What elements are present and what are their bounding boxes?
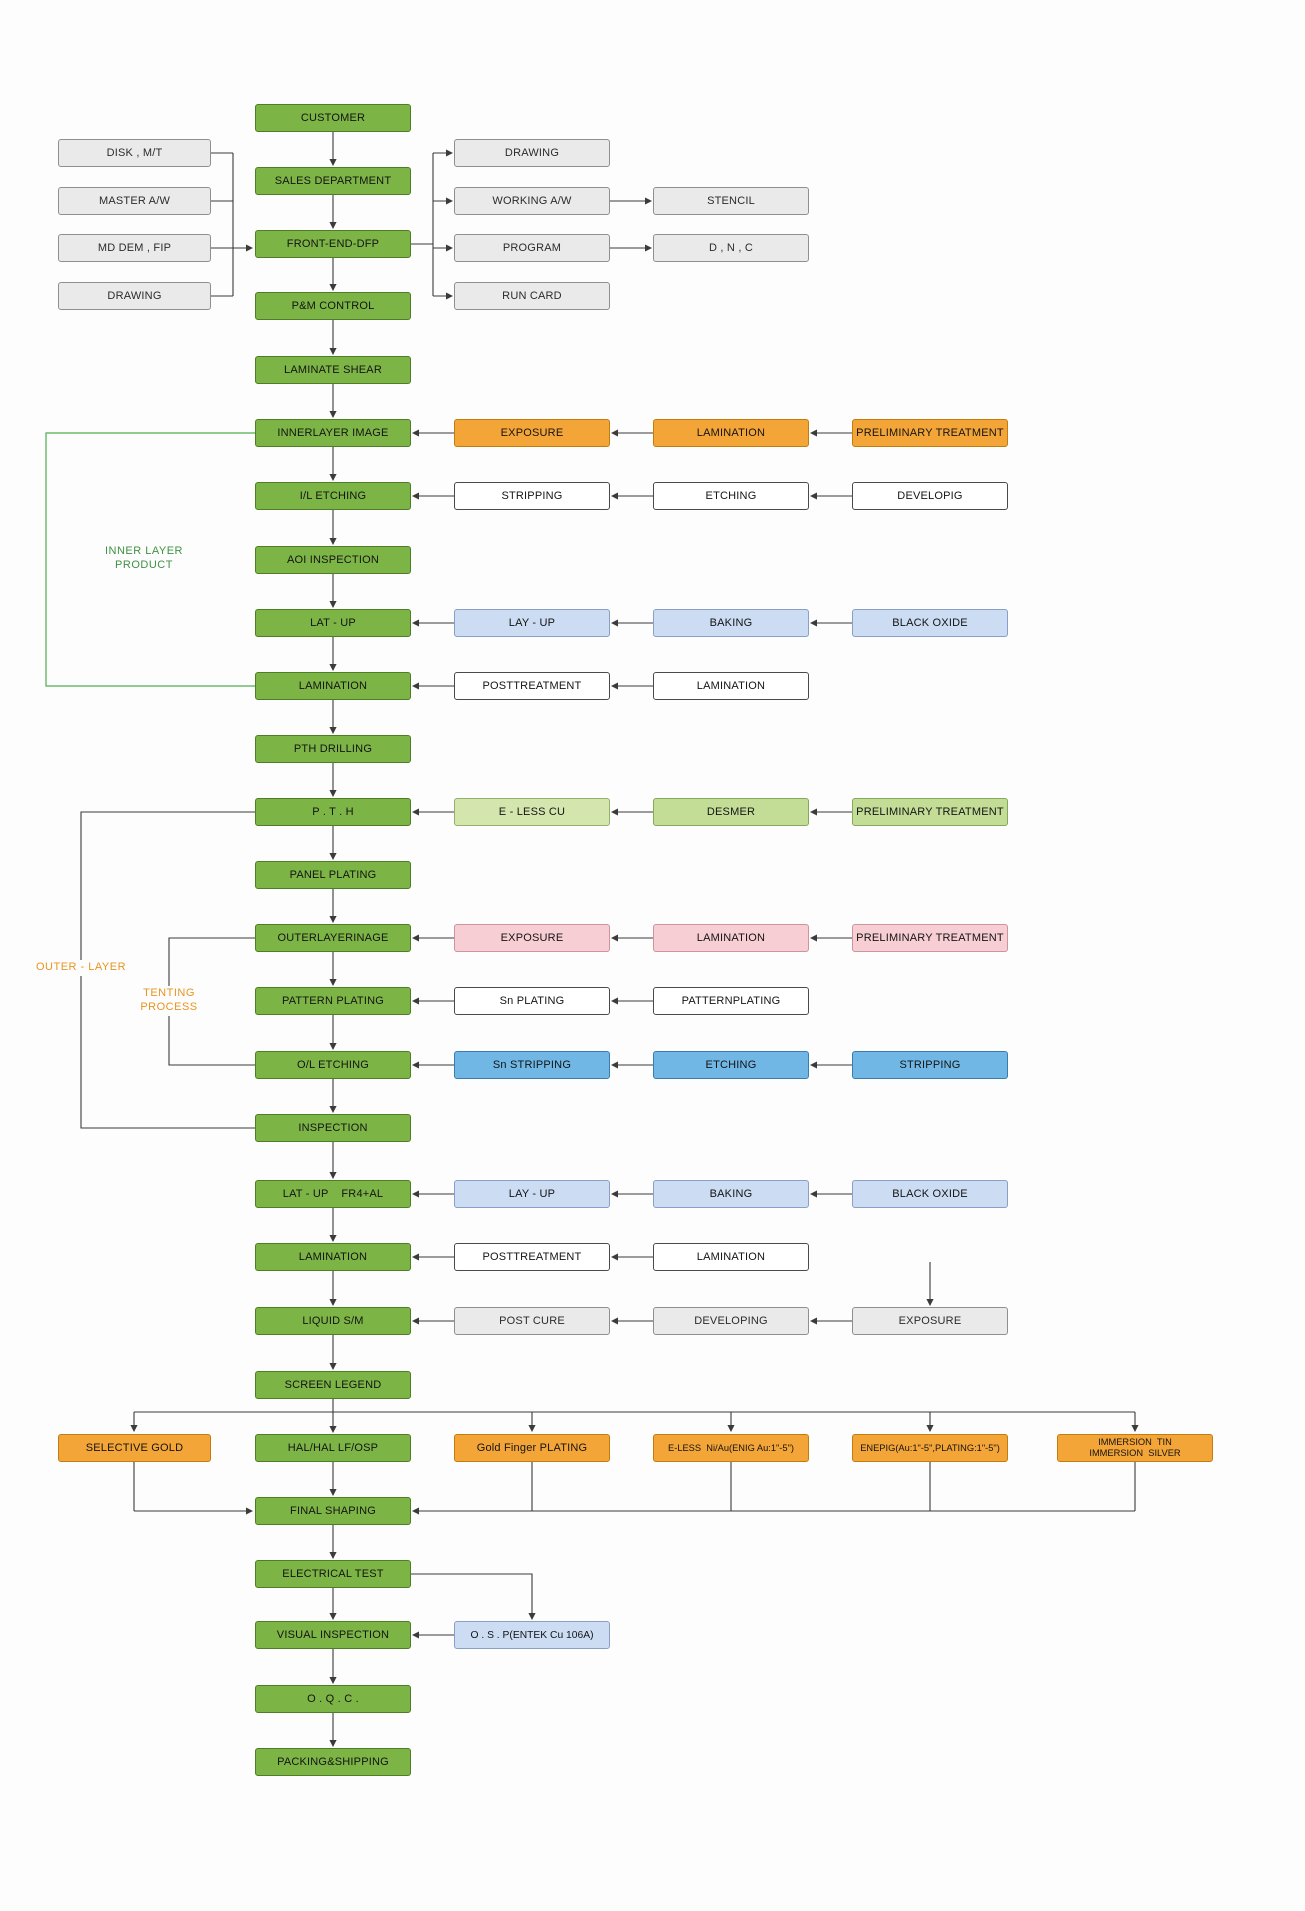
node-lamination-side-1: LAMINATION [653,672,809,700]
node-program: PROGRAM [454,234,610,262]
node-dnc: D , N , C [653,234,809,262]
node-run-card: RUN CARD [454,282,610,310]
node-outerlayerinage: OUTERLAYERINAGE [255,924,411,952]
node-stripping-il: STRIPPING [454,482,610,510]
node-immersion-line1: IMMERSION TIN [1098,1436,1172,1447]
inner-layer-bracket [45,432,255,687]
node-inspection: INSPECTION [255,1114,411,1142]
node-ol-etching: O/L ETCHING [255,1051,411,1079]
node-e-less-cu: E - LESS CU [454,798,610,826]
node-desmer: DESMER [653,798,809,826]
node-lamination-main-1: LAMINATION [255,672,411,700]
node-baking-2: BAKING [653,1180,809,1208]
node-exposure-sm: EXPOSURE [852,1307,1008,1335]
label-tenting-process: TENTING PROCESS [136,986,202,1016]
node-etching-il: ETCHING [653,482,809,510]
node-stencil: STENCIL [653,187,809,215]
node-panel-plating: PANEL PLATING [255,861,411,889]
node-il-etching: I/L ETCHING [255,482,411,510]
node-pth-drilling: PTH DRILLING [255,735,411,763]
flow-arrows [130,132,1139,1748]
node-exposure-inner: EXPOSURE [454,419,610,447]
node-working-aw: WORKING A/W [454,187,610,215]
node-developing: DEVELOPING [653,1307,809,1335]
node-visual-inspection: VISUAL INSPECTION [255,1621,411,1649]
label-inner-layer-product: INNER LAYER PRODUCT [75,544,213,574]
node-pth: P . T . H [255,798,411,826]
node-patternplating: PATTERNPLATING [653,987,809,1015]
node-black-oxide-2: BLACK OXIDE [852,1180,1008,1208]
bus-lines [45,152,1136,1511]
node-hal-osp: HAL/HAL LF/OSP [255,1434,411,1462]
node-customer: CUSTOMER [255,104,411,132]
node-drawing-left: DRAWING [58,282,211,310]
node-master-aw: MASTER A/W [58,187,211,215]
node-preliminary-treatment-pth: PRELIMINARY TREATMENT [852,798,1008,826]
node-lat-up-fr4: LAT - UP FR4+AL [255,1180,411,1208]
label-outer-layer: OUTER - LAYER [33,960,129,976]
node-front-end-dfp: FRONT-END-DFP [255,230,411,258]
node-lamination-inner: LAMINATION [653,419,809,447]
node-preliminary-treatment-outer: PRELIMINARY TREATMENT [852,924,1008,952]
node-baking-1: BAKING [653,609,809,637]
node-sn-stripping: Sn STRIPPING [454,1051,610,1079]
node-sales-department: SALES DEPARTMENT [255,167,411,195]
node-developig: DEVELOPIG [852,482,1008,510]
node-immersion-tin-silver: IMMERSION TIN IMMERSION SILVER [1057,1434,1213,1462]
node-posttreatment-2: POSTTREATMENT [454,1243,610,1271]
node-laminate-shear: LAMINATE SHEAR [255,356,411,384]
node-immersion-line2: IMMERSION SILVER [1089,1448,1181,1458]
label-tenting-line2: PROCESS [140,1000,198,1013]
node-disk-mt: DISK , M/T [58,139,211,167]
node-pattern-plating: PATTERN PLATING [255,987,411,1015]
node-preliminary-treatment-inner: PRELIMINARY TREATMENT [852,419,1008,447]
node-lamination-main-2: LAMINATION [255,1243,411,1271]
node-innerlayer-image: INNERLAYER IMAGE [255,419,411,447]
node-lamination-outer: LAMINATION [653,924,809,952]
node-screen-legend: SCREEN LEGEND [255,1371,411,1399]
node-sn-plating: Sn PLATING [454,987,610,1015]
node-selective-gold: SELECTIVE GOLD [58,1434,211,1462]
node-lay-up-1: LAY - UP [454,609,610,637]
node-packing-shipping: PACKING&SHIPPING [255,1748,411,1776]
node-md-dem-fip: MD DEM , FIP [58,234,211,262]
node-lat-up: LAT - UP [255,609,411,637]
label-tenting-line1: TENTING [143,987,195,999]
node-oqc: O . Q . C . [255,1685,411,1713]
node-pm-control: P&M CONTROL [255,292,411,320]
node-enepig: ENEPIG(Au:1"-5",PLATING:1"-5") [852,1434,1008,1462]
node-liquid-sm: LIQUID S/M [255,1307,411,1335]
node-exposure-outer: EXPOSURE [454,924,610,952]
node-drawing-right: DRAWING [454,139,610,167]
node-black-oxide-1: BLACK OXIDE [852,609,1008,637]
node-posttreatment-1: POSTTREATMENT [454,672,610,700]
node-post-cure: POST CURE [454,1307,610,1335]
node-electrical-test: ELECTRICAL TEST [255,1560,411,1588]
node-aoi-inspection: AOI INSPECTION [255,546,411,574]
node-etching-ol: ETCHING [653,1051,809,1079]
node-lay-up-2: LAY - UP [454,1180,610,1208]
node-eless-niau: E-LESS Ni/Au(ENIG Au:1"-5") [653,1434,809,1462]
node-stripping-ol: STRIPPING [852,1051,1008,1079]
node-gold-finger-plating: Gold Finger PLATING [454,1434,610,1462]
node-final-shaping: FINAL SHAPING [255,1497,411,1525]
node-lamination-side-2: LAMINATION [653,1243,809,1271]
node-osp: O . S . P(ENTEK Cu 106A) [454,1621,610,1649]
